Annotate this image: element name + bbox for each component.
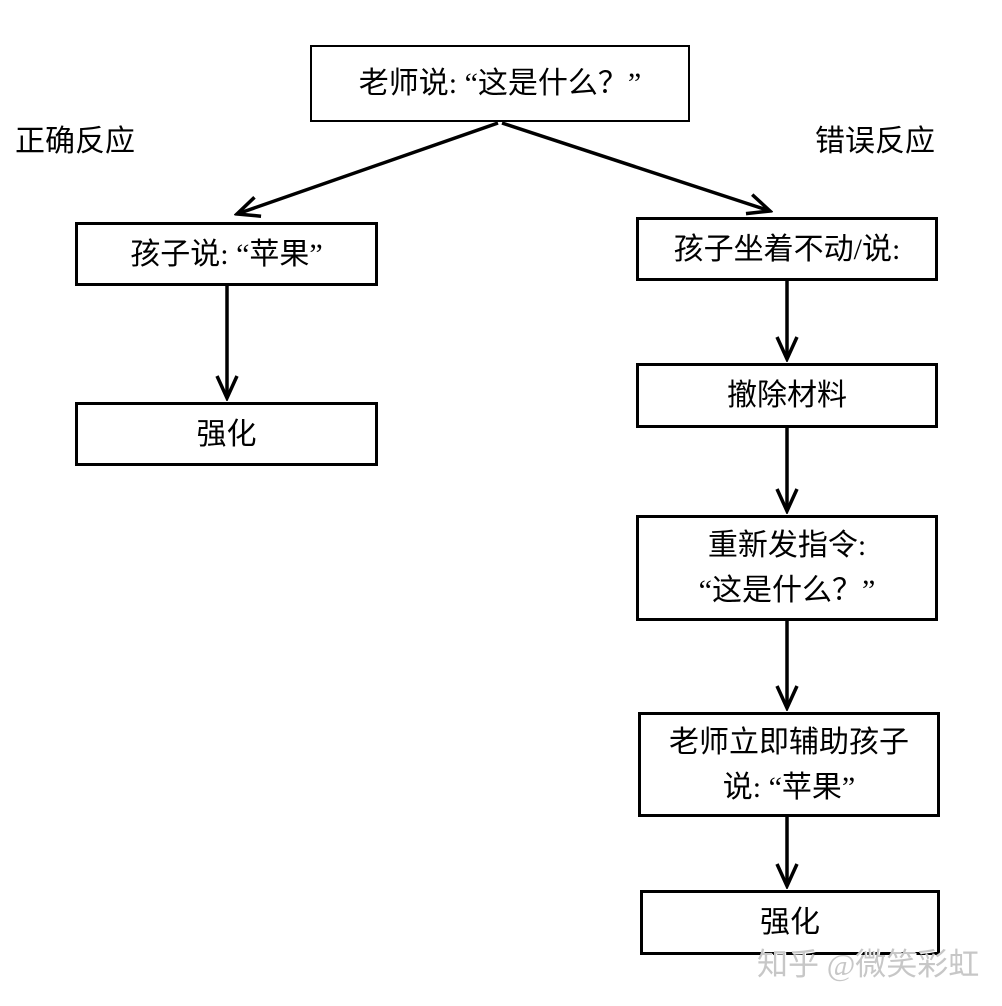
node-teacher-instruction-text: 老师说: “这是什么？” [358, 67, 642, 100]
node-reinforce-right-text: 强化 [760, 906, 820, 939]
zhihu-watermark-text: 知乎 @微笑彩虹 [757, 947, 980, 982]
node-remove-materials-text: 撤除材料 [727, 379, 847, 412]
node-child-says-apple: 孩子说: “苹果” [75, 222, 378, 286]
arrow-root-to-incorrect-response [501, 121, 770, 211]
label-correct-response: 正确反应 [15, 124, 135, 160]
label-incorrect-response-text: 错误反应 [815, 125, 935, 158]
node-child-no-response-text: 孩子坐着不动/说: [673, 232, 901, 266]
node-child-no-response: 孩子坐着不动/说: [636, 217, 938, 281]
node-teacher-prompts: 老师立即辅助孩子 说: “苹果” [638, 712, 940, 817]
node-reinforce-left-text: 强化 [196, 417, 257, 451]
node-reissue-instruction: 重新发指令: “这是什么？” [636, 515, 938, 621]
node-reissue-instruction-line2: “这是什么？” [698, 574, 876, 607]
label-incorrect-response: 错误反应 [815, 124, 935, 160]
node-remove-materials: 撤除材料 [636, 363, 938, 428]
zhihu-watermark: 知乎 @微笑彩虹 [757, 946, 979, 983]
node-reinforce-left: 强化 [75, 402, 378, 466]
node-reissue-instruction-line1: 重新发指令: [707, 529, 867, 562]
node-child-says-apple-text: 孩子说: “苹果” [130, 237, 323, 271]
node-reinforce-right: 强化 [640, 890, 940, 955]
node-teacher-prompts-line2: 说: “苹果” [722, 770, 856, 804]
arrow-root-to-correct-response [237, 121, 499, 214]
label-correct-response-text: 正确反应 [15, 125, 135, 158]
node-teacher-prompts-line1: 老师立即辅助孩子 [669, 725, 909, 759]
node-teacher-instruction: 老师说: “这是什么？” [310, 45, 690, 122]
